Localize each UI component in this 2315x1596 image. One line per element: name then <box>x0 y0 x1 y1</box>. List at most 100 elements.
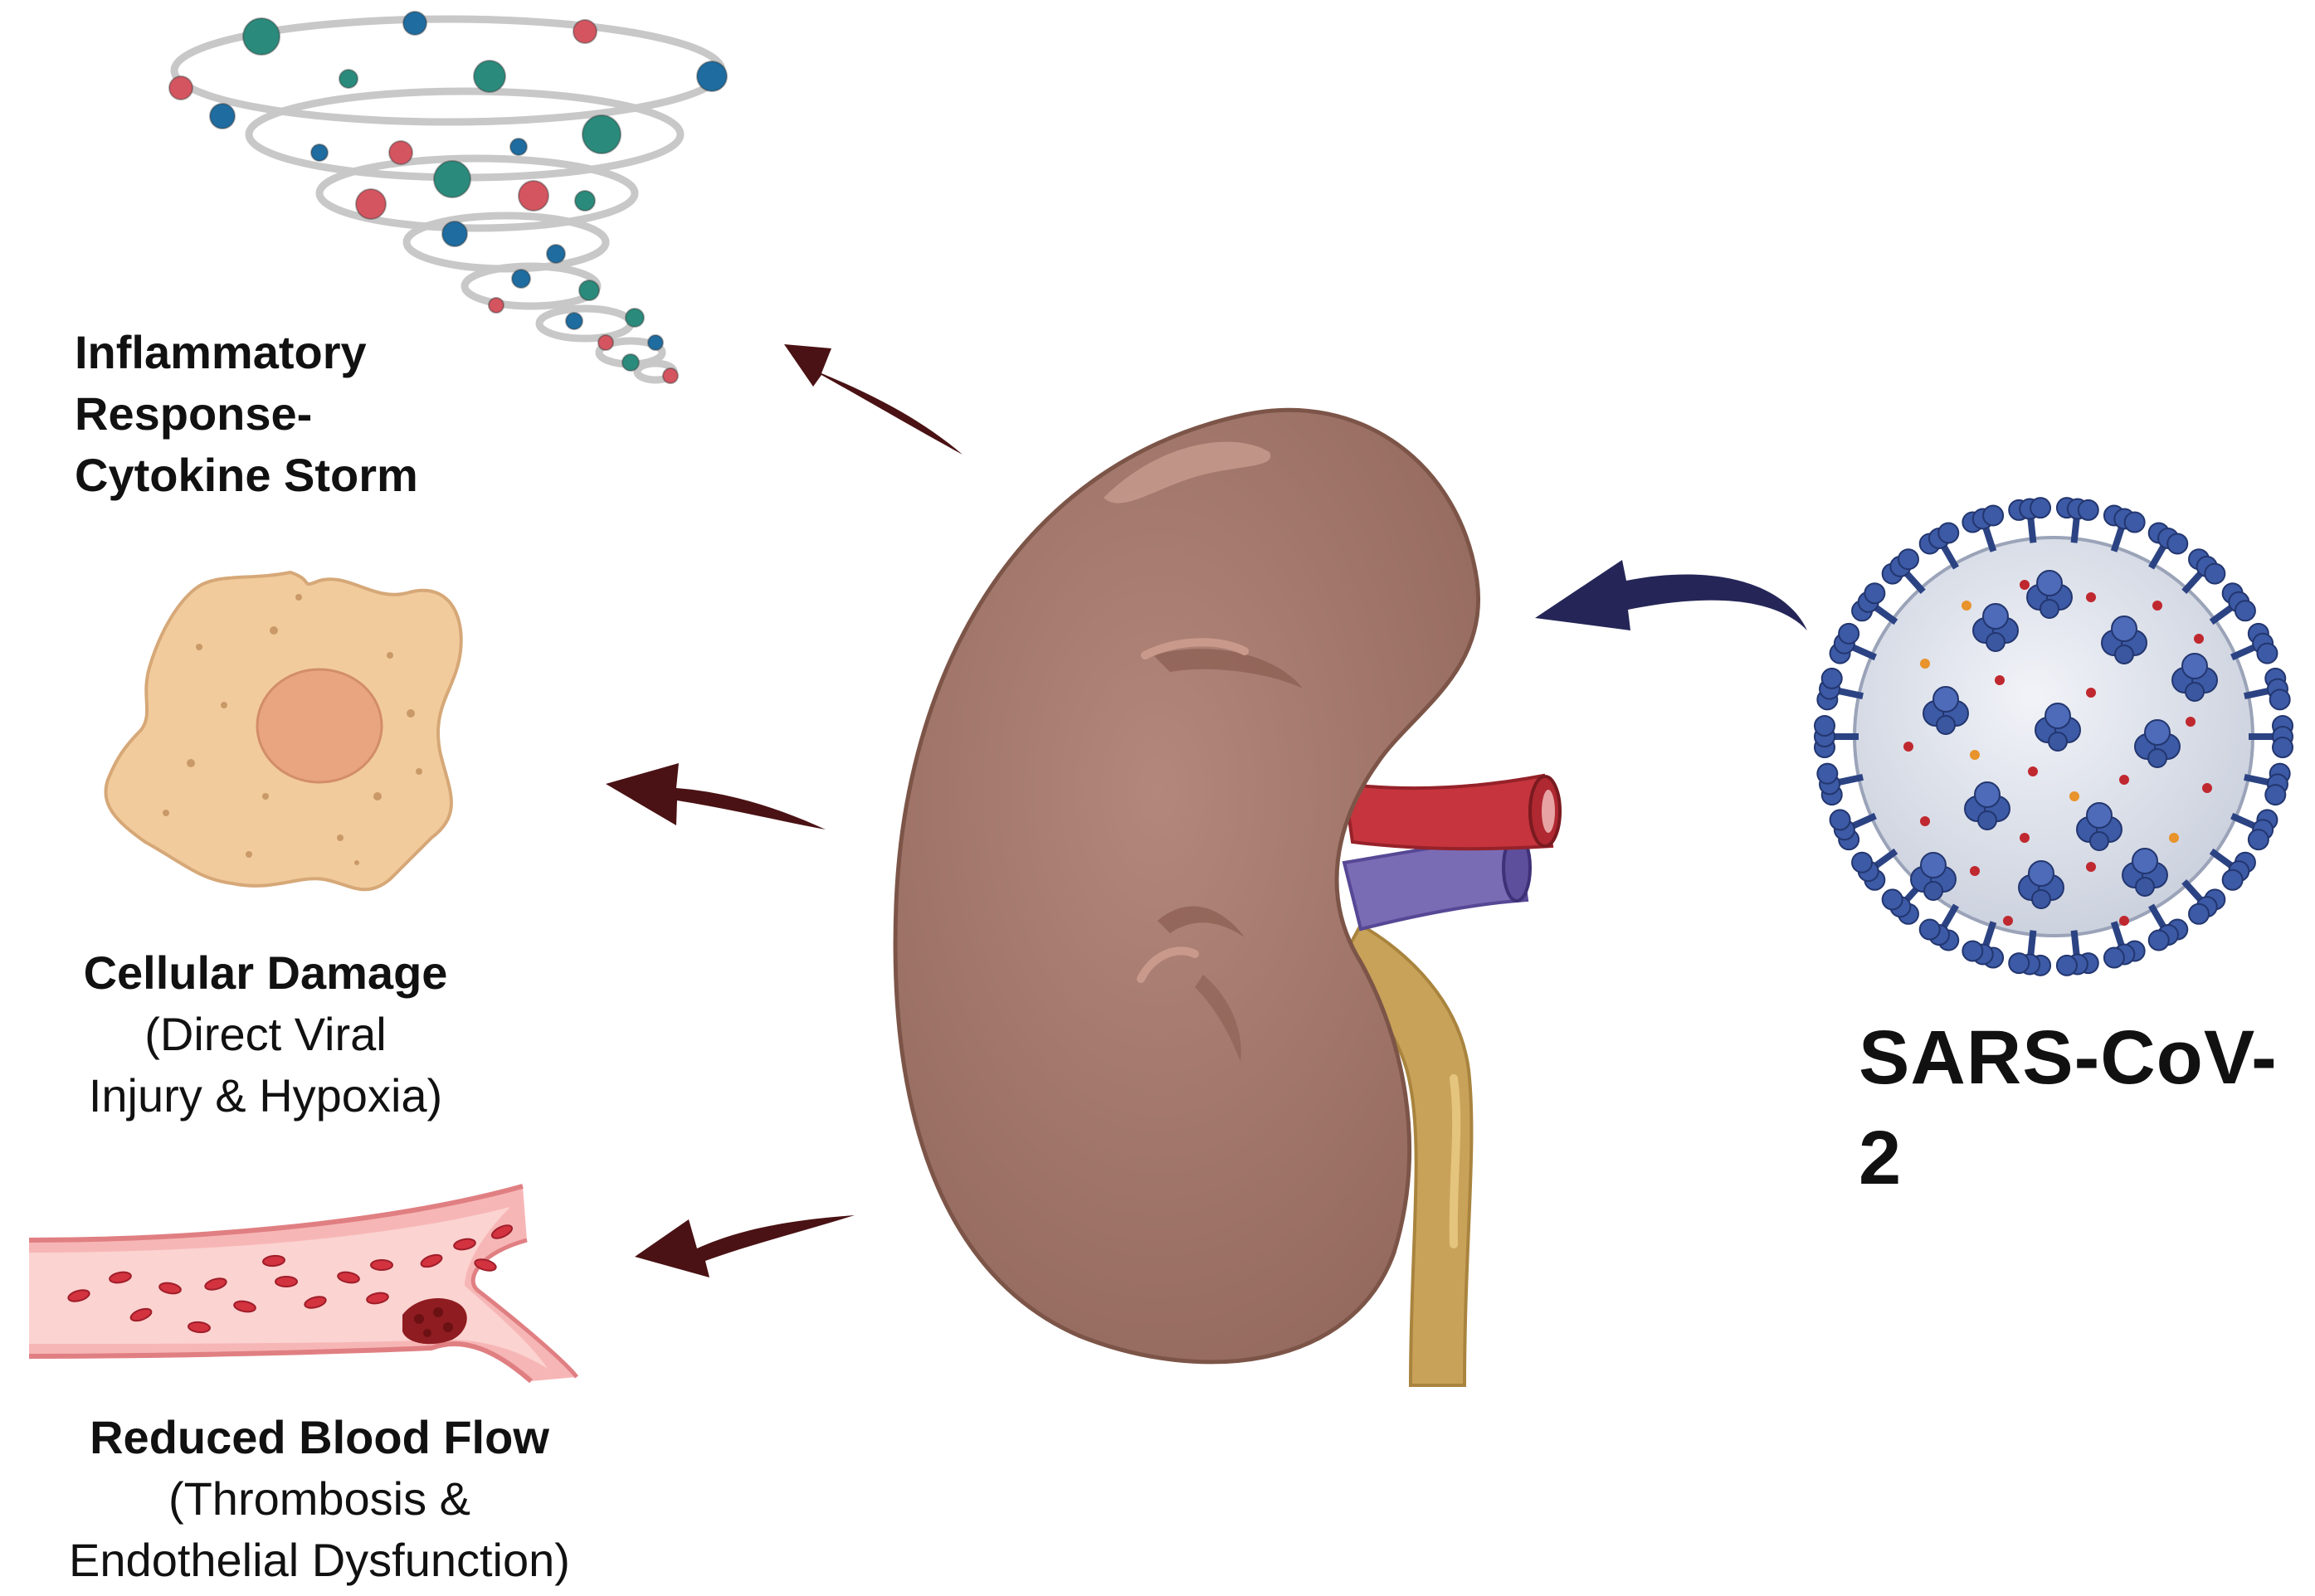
cytokine-particle <box>647 334 664 351</box>
virus-spike <box>2103 940 2146 969</box>
virus-spike <box>1962 504 2005 533</box>
arrow-to-cytokine-storm <box>784 344 963 455</box>
virus-spike <box>2247 809 2278 851</box>
cytokine-particle <box>339 69 358 89</box>
virus-spike-stem <box>2027 515 2037 543</box>
virus-envelope-dot <box>2119 775 2129 785</box>
virus-spike-stem <box>1939 542 1959 570</box>
virus-envelope-dot <box>2069 791 2079 801</box>
cellular-damage-title: Cellular Damage <box>83 946 448 999</box>
virus-spike <box>2221 851 2256 891</box>
virus-spike-stem <box>2070 515 2080 543</box>
virus-spike <box>2055 497 2099 521</box>
virus-spike <box>2147 918 2189 951</box>
virus-spike-stem <box>2181 569 2205 595</box>
cytokine-particle <box>625 308 645 328</box>
virus-spike-stem <box>1981 523 1997 552</box>
kidney-icon <box>893 407 1562 1387</box>
red-blood-cell <box>275 1276 298 1287</box>
blood-vessel-thrombus-icon <box>28 1184 578 1384</box>
red-blood-cell <box>204 1277 227 1291</box>
cytokine-particle <box>565 312 583 330</box>
cellular-damage-detail-1: (Direct Viral <box>144 1007 387 1060</box>
arrow-to-reduced-blood-flow <box>635 1215 855 1277</box>
virus-spike <box>1814 715 1835 758</box>
red-blood-cell <box>67 1289 90 1302</box>
blood-flow-detail-2: Endothelial Dysfunction) <box>69 1533 570 1586</box>
virus-spike <box>1918 918 1960 951</box>
red-blood-cell <box>420 1253 443 1268</box>
cytokine-particle <box>488 297 504 314</box>
cytokine-particle <box>310 144 329 162</box>
virus-spike <box>1881 888 1919 925</box>
virus-spike-stem <box>2230 643 2259 661</box>
virus-spike <box>2247 622 2278 664</box>
virus-spike <box>2221 582 2256 622</box>
virus-spike <box>2008 952 2052 976</box>
cytokine-label-line-1: Inflammatory <box>75 326 367 378</box>
virus-spike <box>1962 940 2005 969</box>
red-blood-cell <box>158 1282 182 1295</box>
virus-envelope-dot <box>2186 717 2196 727</box>
virus-envelope-dot <box>2086 862 2096 872</box>
cytokine-particle <box>441 221 468 247</box>
virus-envelope-dot <box>2003 916 2013 926</box>
virus-surface-spike <box>2122 848 2168 897</box>
cellular-damage-detail-2: Injury & Hypoxia) <box>88 1068 443 1122</box>
cytokine-particle <box>511 269 531 289</box>
virus-spike <box>1881 548 1919 585</box>
virus-spike <box>1918 522 1960 555</box>
red-blood-cell <box>490 1224 514 1239</box>
virus-envelope-dot <box>2202 783 2212 793</box>
cytokine-particle <box>388 140 413 165</box>
virus-spike-stem <box>2110 523 2126 552</box>
virus-envelope-dot <box>1970 866 1980 876</box>
virus-spike <box>1829 809 1860 851</box>
cytokine-particle <box>433 160 471 198</box>
cytokine-storm-label: Inflammatory Response- Cytokine Storm <box>75 322 418 506</box>
virus-surface-spike <box>2134 719 2181 768</box>
virus-surface-spike <box>2026 570 2073 619</box>
virus-surface-spike <box>2171 653 2218 702</box>
red-blood-cell <box>262 1254 285 1268</box>
virus-envelope-dot <box>2020 580 2030 590</box>
virus-spike-stem <box>1849 643 1877 661</box>
blood-flow-detail-1: (Thrombosis & <box>168 1472 471 1525</box>
virus-spike <box>2264 667 2291 711</box>
red-blood-cell <box>233 1300 256 1313</box>
virus-spike-stem <box>2181 878 2205 904</box>
virus-envelope-dot <box>2028 766 2038 776</box>
virus-spike-stem <box>1981 921 1997 950</box>
virus-spike <box>1816 667 1843 711</box>
virus-envelope-dot <box>1920 816 1930 826</box>
virus-spike-stem <box>2209 603 2236 625</box>
cytokine-label-line-2: Response- <box>75 387 313 440</box>
red-blood-cell <box>337 1271 360 1284</box>
virus-spike-stem <box>1835 687 1864 700</box>
virus-spike-stem <box>2027 930 2037 958</box>
virus-envelope-dot <box>1970 750 1980 760</box>
sars-cov-2-virus-icon <box>1814 497 2293 976</box>
red-blood-cell <box>109 1271 132 1284</box>
cytokine-label-line-3: Cytokine Storm <box>75 448 418 501</box>
virus-envelope-dot <box>1920 659 1930 669</box>
cytokine-particle <box>509 138 528 156</box>
arrow-to-cellular-damage <box>606 763 826 830</box>
virus-spike <box>2055 952 2099 976</box>
virus-surface-spike <box>2018 860 2064 909</box>
virus-envelope-dot <box>2020 833 2030 843</box>
cytokine-particle <box>574 190 596 212</box>
virus-spike <box>2188 888 2226 925</box>
virus-spike <box>2264 762 2291 806</box>
virus-label: SARS-CoV-2 <box>1859 1015 2278 1201</box>
virus-spike-stem <box>2230 812 2259 830</box>
red-blood-cell <box>129 1307 153 1322</box>
cytokine-particle <box>209 103 236 129</box>
cytokine-particle <box>518 180 549 212</box>
virus-spike <box>1851 851 1886 891</box>
virus-spike-stem <box>1871 603 1898 625</box>
virus-spike-stem <box>1939 903 1959 932</box>
virus-spike-stem <box>1871 848 1898 870</box>
damaged-cell-icon <box>104 570 463 892</box>
